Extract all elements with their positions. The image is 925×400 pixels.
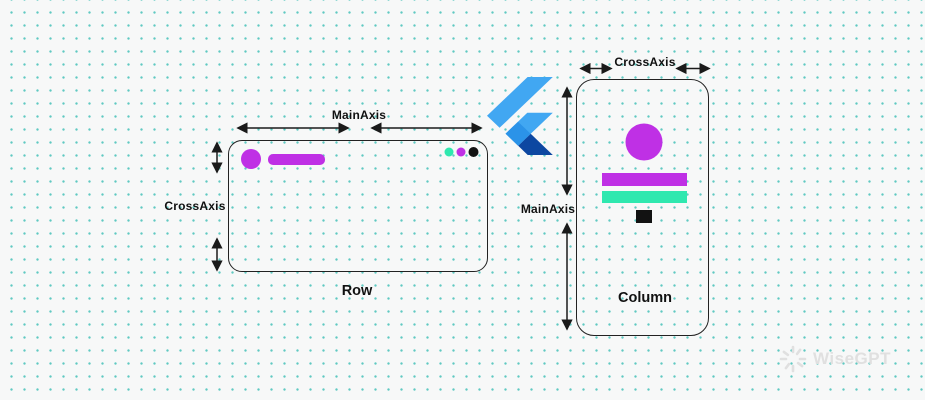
flutter-logo-top-arm [487,77,553,128]
column-label: Column [618,290,672,306]
row-label: Row [341,283,373,299]
column-cross-axis-label: CrossAxis [614,55,676,69]
row-cross-axis-label: CrossAxis [164,199,226,213]
flutter-logo-diamond [505,121,531,146]
column-main-axis-label: MainAxis [520,202,576,216]
row-main-axis-label: MainAxis [331,108,387,122]
flutter-logo-icon [487,77,553,155]
row-container-box [228,140,488,272]
column-container-box [576,79,709,336]
watermark-text: WiseGPT [813,349,891,368]
wisegpt-logo-icon [779,345,807,373]
watermark: WiseGPT [777,343,891,375]
flutter-logo-leg [518,133,553,155]
